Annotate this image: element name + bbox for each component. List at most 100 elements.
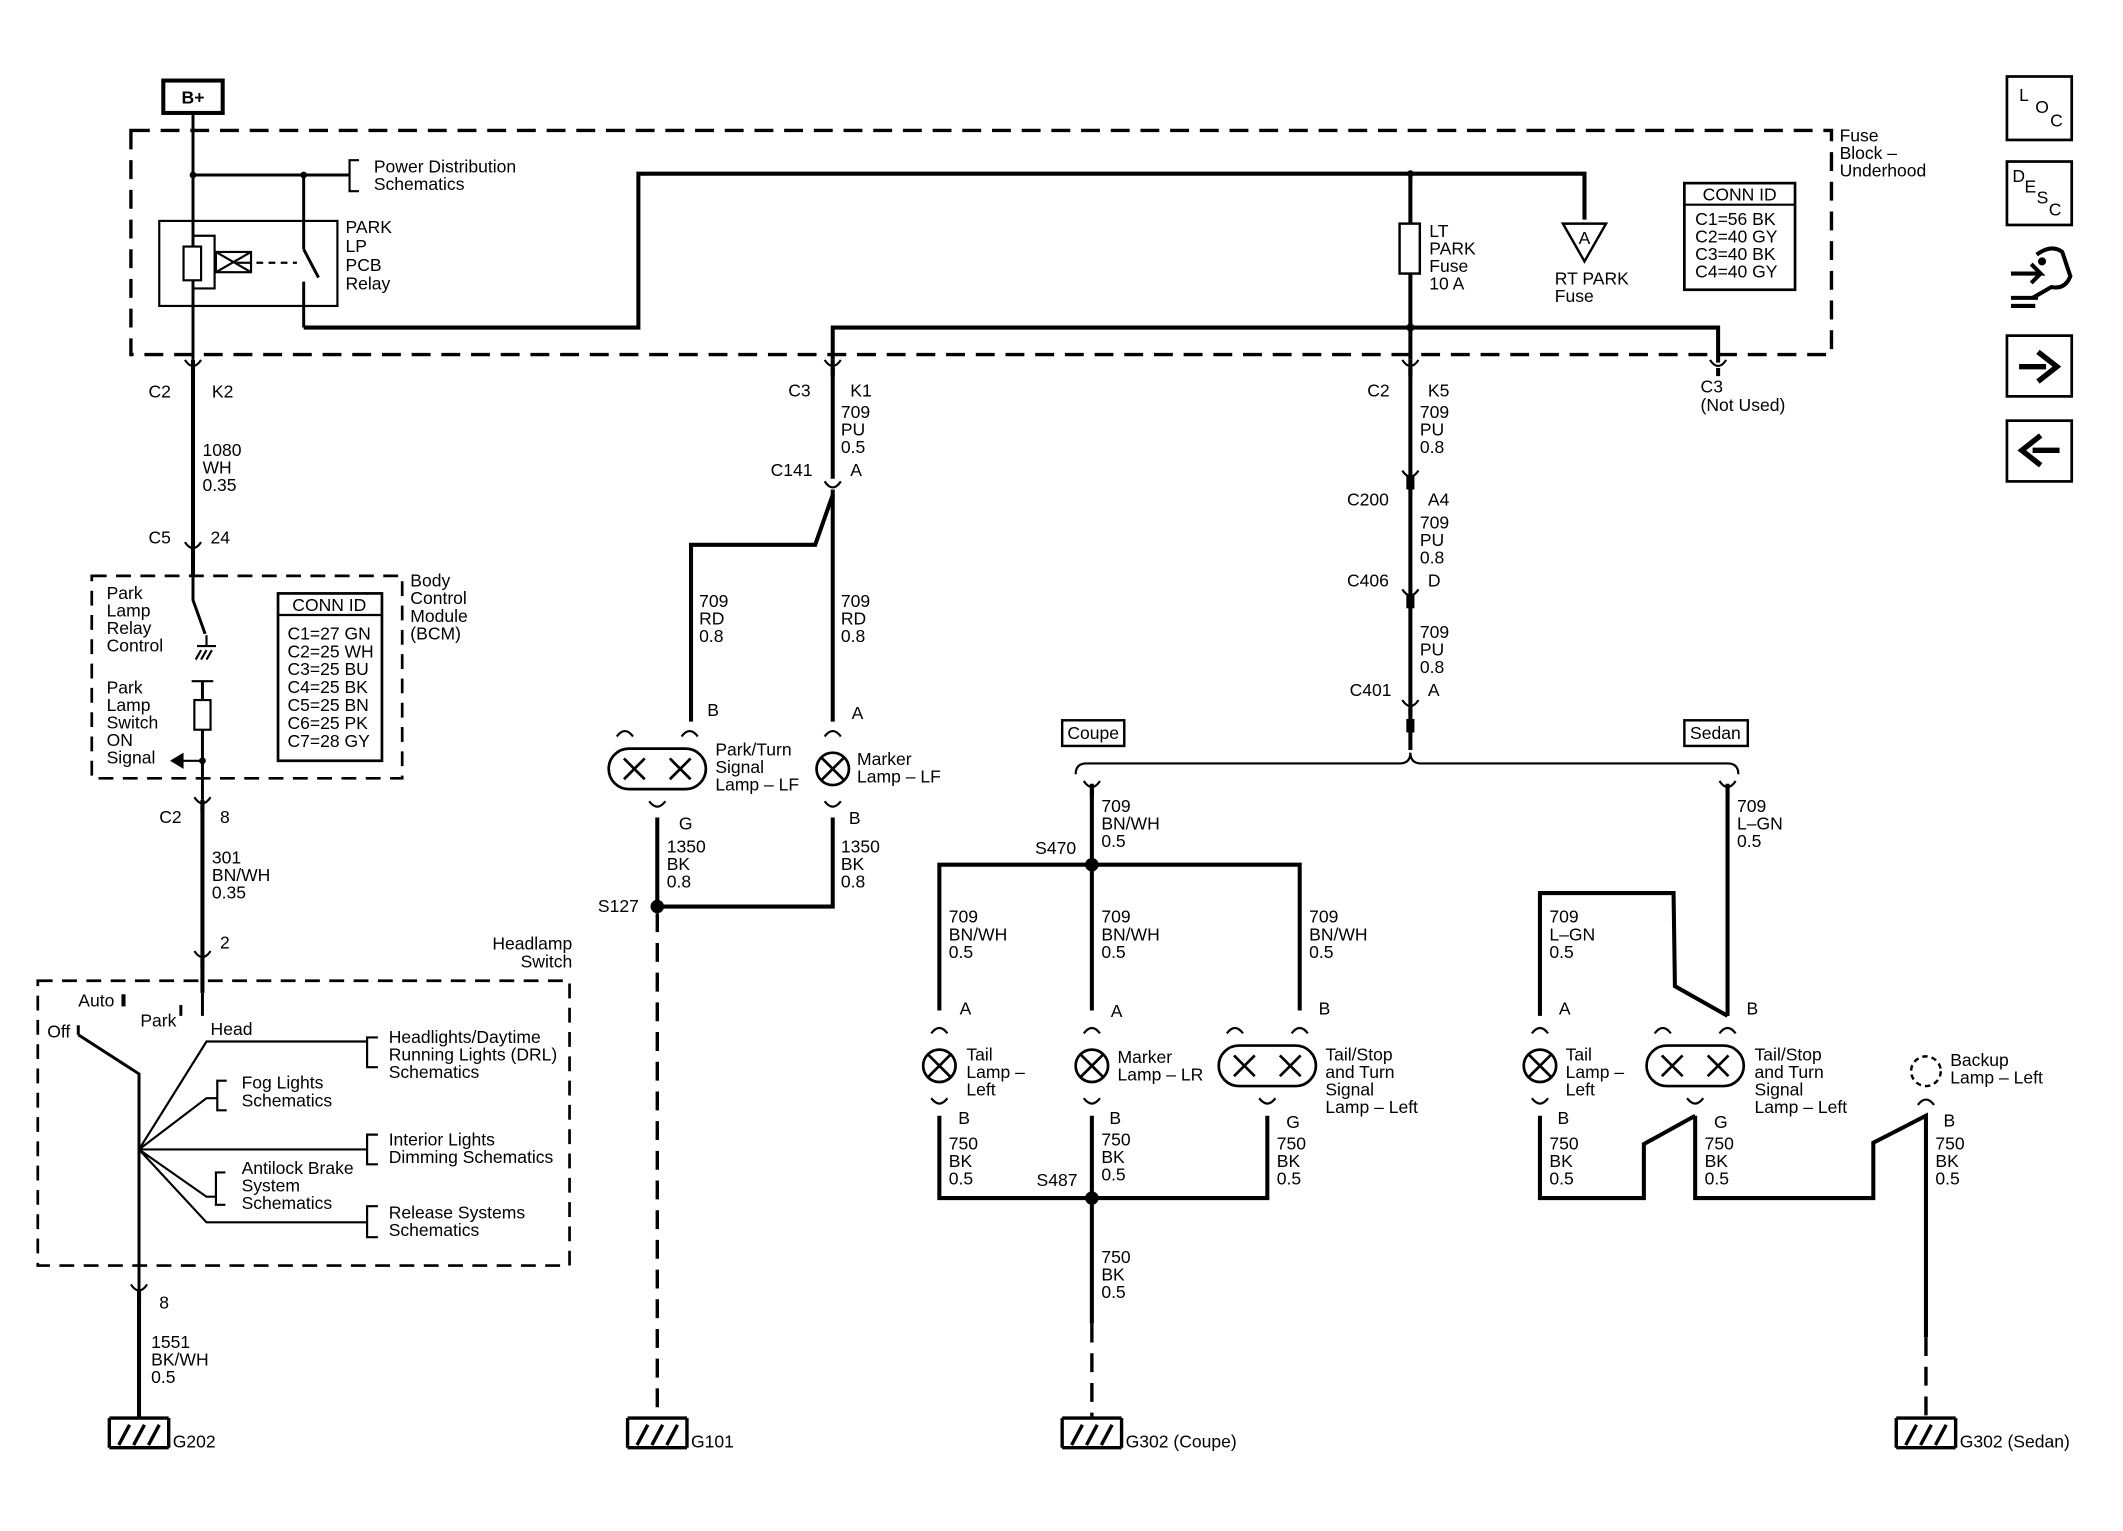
svg-text:CONN ID: CONN ID bbox=[1703, 185, 1777, 205]
pin-g: G bbox=[679, 814, 693, 834]
switch-pos-head: Head bbox=[211, 1019, 253, 1039]
ground-g302-sedan-label: G302 (Sedan) bbox=[1960, 1432, 2070, 1452]
ground-g202-label: G202 bbox=[173, 1432, 216, 1452]
pin-a: A bbox=[960, 999, 972, 1019]
ground-g101 bbox=[625, 1416, 689, 1450]
svg-text:S: S bbox=[2037, 187, 2049, 207]
variant-sedan: Sedan bbox=[1683, 719, 1750, 748]
tail-lamp-left-coupe bbox=[921, 1026, 957, 1105]
pin-a: A bbox=[1559, 999, 1571, 1019]
splice-s470: S470 bbox=[1035, 838, 1076, 858]
svg-text:C: C bbox=[2050, 110, 2063, 130]
pin-2: 2 bbox=[220, 932, 230, 952]
tail-lamp-left-sedan bbox=[1522, 1026, 1558, 1105]
splice-s127: S127 bbox=[598, 896, 639, 916]
pin-b: B bbox=[1943, 1111, 1955, 1131]
ground-g302-coupe bbox=[1060, 1416, 1124, 1450]
bcm-boundary bbox=[90, 574, 404, 780]
arrow-left-icon[interactable] bbox=[2005, 419, 2074, 483]
pin-a: A bbox=[1111, 1001, 1123, 1021]
desc-button[interactable]: D E S C bbox=[2005, 160, 2074, 227]
pin-g: G bbox=[1286, 1112, 1300, 1132]
svg-text:CONN ID: CONN ID bbox=[292, 595, 366, 615]
ground-g101-label: G101 bbox=[691, 1432, 734, 1452]
park-turn-signal-lamp-lf bbox=[607, 730, 708, 808]
fuse-block-boundary bbox=[129, 128, 1834, 357]
loc-button[interactable]: L O C bbox=[2005, 75, 2074, 142]
ground-g302-sedan bbox=[1894, 1416, 1958, 1450]
pin-8: 8 bbox=[159, 1293, 169, 1313]
switch-pos-park: Park bbox=[140, 1011, 176, 1031]
battery-terminal: B+ bbox=[161, 78, 225, 115]
signal-path-icon[interactable] bbox=[2010, 246, 2073, 308]
pin-g: G bbox=[1714, 1112, 1728, 1132]
svg-text:O: O bbox=[2035, 97, 2049, 117]
pin-b: B bbox=[1557, 1108, 1569, 1128]
rt-park-fuse-offpage: A bbox=[1560, 222, 1609, 264]
switch-pos-auto: Auto bbox=[78, 990, 114, 1010]
arrow-right-icon[interactable] bbox=[2005, 334, 2074, 398]
svg-text:E: E bbox=[2024, 177, 2036, 197]
tailstop-turn-lamp-left-sedan bbox=[1645, 1026, 1746, 1105]
pin-b: B bbox=[1109, 1108, 1121, 1128]
marker-lamp-lr bbox=[1074, 1026, 1110, 1105]
svg-text:L: L bbox=[2019, 85, 2029, 105]
pin-b: B bbox=[1746, 999, 1758, 1019]
park-lamp-relay bbox=[158, 175, 339, 328]
pin-b: B bbox=[1319, 999, 1331, 1019]
switch-pos-off: Off bbox=[47, 1021, 70, 1041]
svg-text:Coupe: Coupe bbox=[1067, 723, 1119, 743]
svg-text:D: D bbox=[2012, 166, 2025, 186]
pin-a: A bbox=[852, 703, 864, 723]
splice-s487: S487 bbox=[1037, 1170, 1078, 1190]
